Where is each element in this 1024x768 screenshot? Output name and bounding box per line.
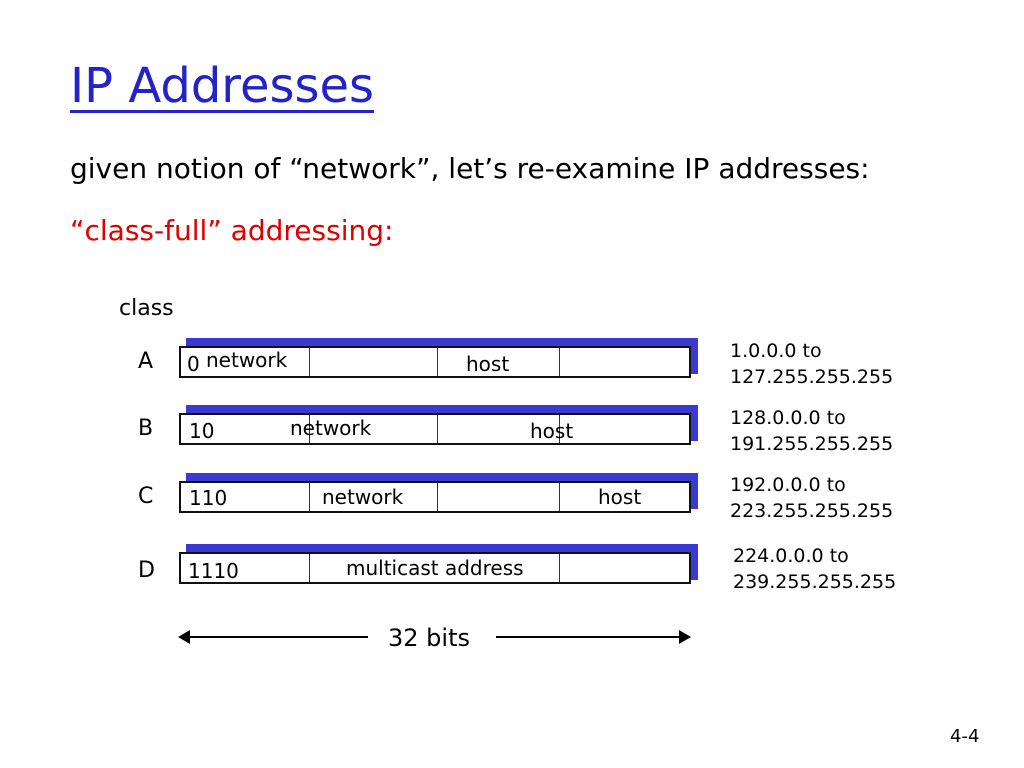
class-a-range-end: 127.255.255.255 bbox=[730, 366, 894, 388]
byte-divider bbox=[309, 415, 310, 443]
class-c-host-field: host bbox=[598, 485, 642, 509]
byte-divider bbox=[437, 415, 438, 443]
byte-divider bbox=[559, 348, 560, 376]
class-c-network-field: network bbox=[322, 485, 404, 509]
byte-divider bbox=[559, 415, 560, 443]
class-c-prefix: 110 bbox=[189, 486, 228, 510]
left-arrow-icon bbox=[178, 630, 190, 644]
right-arrow-icon bbox=[679, 630, 691, 644]
class-letter-d: D bbox=[138, 558, 155, 583]
class-c-range-end: 223.255.255.255 bbox=[730, 500, 894, 522]
class-d-multicast-field: multicast address bbox=[346, 556, 524, 580]
bits-arrow-line-right bbox=[496, 636, 682, 638]
class-b-address-bar bbox=[179, 413, 691, 445]
class-d-range-start: 224.0.0.0 to bbox=[733, 545, 849, 567]
byte-divider bbox=[309, 554, 310, 582]
bits-width-label: 32 bits bbox=[388, 624, 470, 652]
class-b-network-field: network bbox=[290, 416, 372, 440]
class-b-range-end: 191.255.255.255 bbox=[730, 433, 894, 455]
byte-divider bbox=[309, 348, 310, 376]
class-a-prefix: 0 bbox=[187, 352, 200, 376]
byte-divider bbox=[437, 483, 438, 511]
bits-arrow-line-left bbox=[188, 636, 368, 638]
class-c-range-start: 192.0.0.0 to bbox=[730, 474, 846, 496]
slide-title: IP Addresses bbox=[70, 58, 375, 114]
class-letter-c: C bbox=[138, 484, 154, 509]
byte-divider bbox=[309, 483, 310, 511]
byte-divider bbox=[559, 554, 560, 582]
class-letter-b: B bbox=[138, 416, 154, 441]
class-c-address-bar bbox=[179, 481, 691, 513]
slide-subtitle: given notion of “network”, let’s re-exam… bbox=[70, 152, 870, 185]
class-d-range-end: 239.255.255.255 bbox=[733, 571, 897, 593]
class-a-network-field: network bbox=[206, 348, 288, 372]
class-letter-a: A bbox=[138, 349, 154, 374]
class-d-address-bar bbox=[179, 552, 691, 584]
class-d-prefix: 1110 bbox=[188, 559, 239, 583]
class-a-address-bar bbox=[179, 346, 691, 378]
page-number: 4-4 bbox=[950, 726, 980, 747]
class-b-prefix: 10 bbox=[189, 419, 215, 443]
classful-addressing-heading: “class-full” addressing: bbox=[70, 214, 394, 247]
class-a-host-field: host bbox=[466, 352, 510, 376]
byte-divider bbox=[437, 348, 438, 376]
byte-divider bbox=[559, 483, 560, 511]
class-a-range-start: 1.0.0.0 to bbox=[730, 340, 822, 362]
class-column-heading: class bbox=[119, 296, 174, 321]
class-b-range-start: 128.0.0.0 to bbox=[730, 407, 846, 429]
class-b-host-field: host bbox=[530, 419, 574, 443]
